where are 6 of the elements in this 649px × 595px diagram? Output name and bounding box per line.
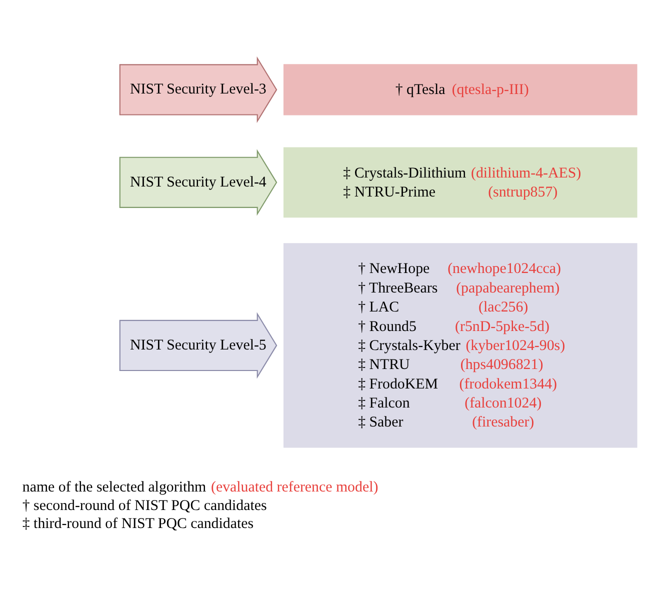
node-box: ‡ Crystals-Dilithium (dilithium-4-AES) ‡ NTRU-Prime (sntrup857) [283,147,638,218]
label: † second-round of NIST PQC candidates [22,498,267,514]
node-box: † qTesla (qtesla-p-III) [283,64,638,116]
label: name of the selected algorithm (evaluated reference model) [22,480,378,496]
label: ‡ third-round of NIST PQC candidates [22,516,254,532]
node-box: † NewHope (newhope1024cca) † ThreeBears (papabearephem) † LAC (lac256) † Round5 (r5nD-5pke-5d) ‡ Crystals-Kyber (kyber1024-90s) ‡ NTRU (hps4096821) ‡ FrodoKEM (frodokem1344) ‡ Falcon (falcon1024) ‡ Saber (firesaber) [283,243,638,448]
